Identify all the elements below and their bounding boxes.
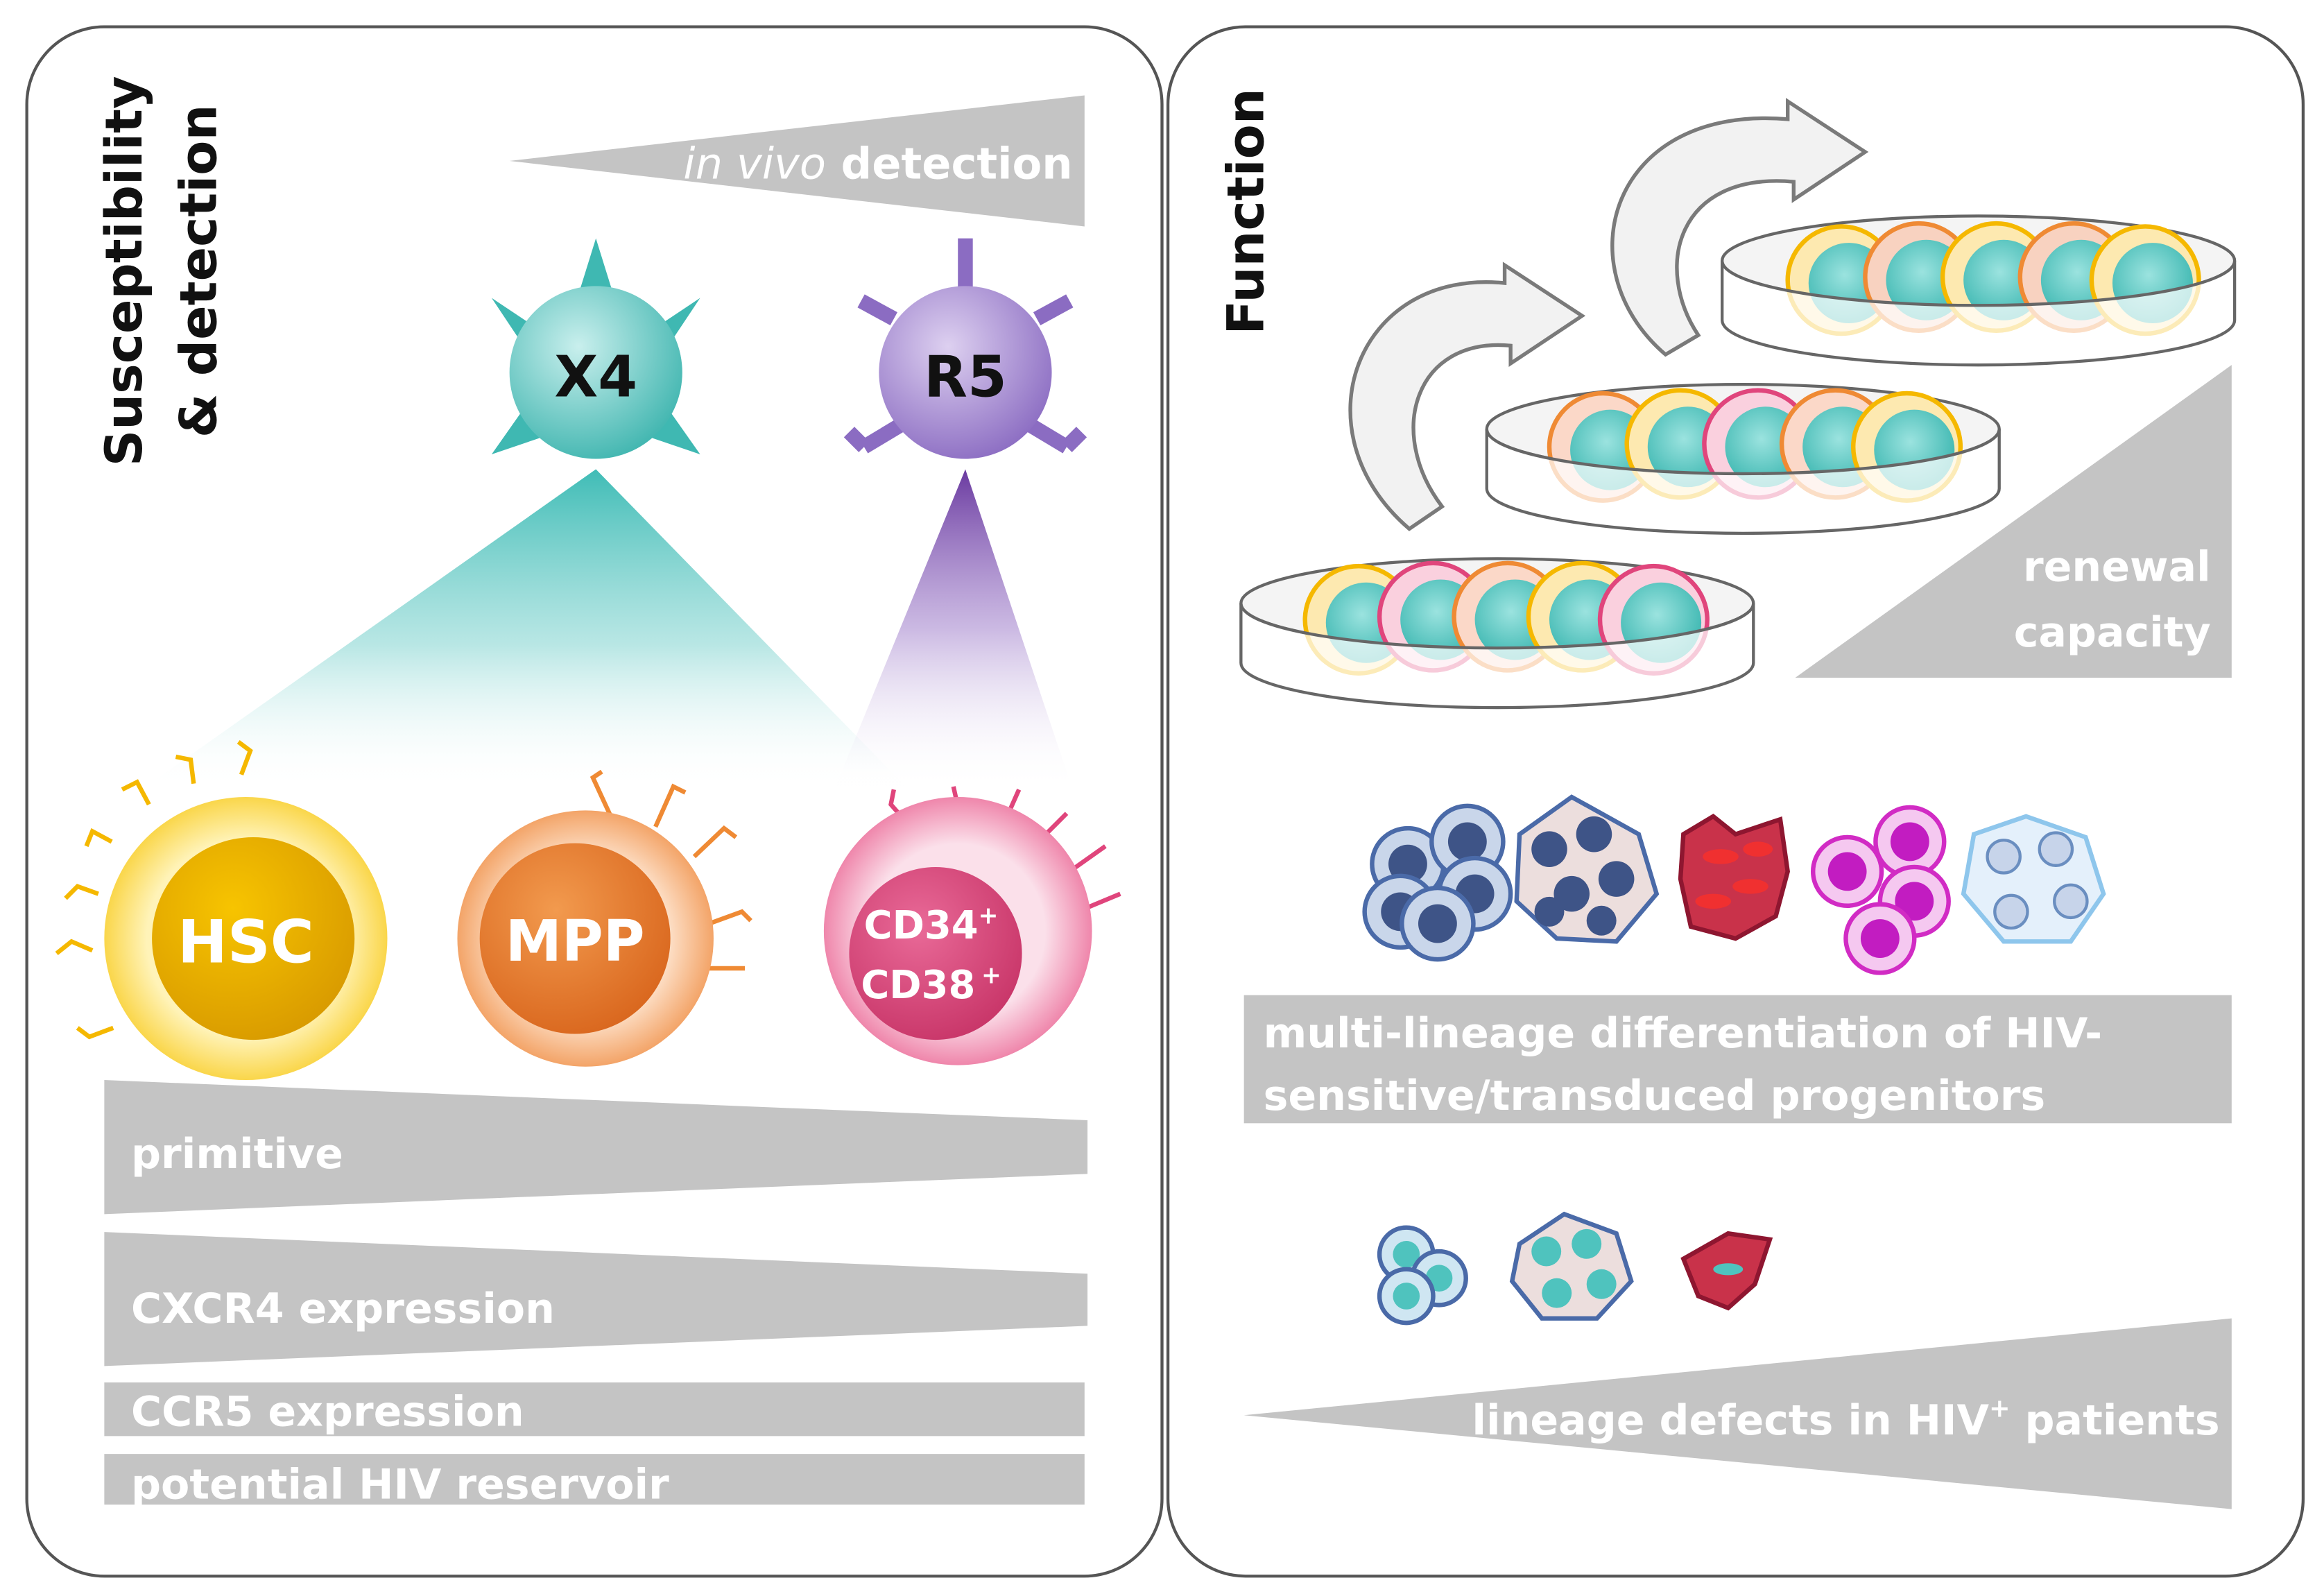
primitive-wedge xyxy=(104,1080,1088,1215)
in-vivo-detection-label: in vivo detection xyxy=(683,139,1072,189)
pale-blue-cell-cluster-icon xyxy=(1961,814,2106,944)
r5-label: R5 xyxy=(924,344,1007,410)
right-panel-title: Function xyxy=(1217,88,1276,335)
hsc-receptors-icon xyxy=(55,739,253,1040)
blue-cell-cluster-icon xyxy=(1362,803,1513,962)
x4-label: X4 xyxy=(554,344,637,410)
primitive-label: primitive xyxy=(131,1130,343,1179)
r5-virus-body xyxy=(879,286,1052,459)
teal-cell-cluster-icon xyxy=(1377,1225,1468,1326)
title-detection: & detection xyxy=(169,105,228,438)
differentiation-line1: multi-lineage differentiation of HIV- xyxy=(1264,1009,2102,1058)
mpp-cell: MPP xyxy=(457,769,752,1067)
culture-dish-3 xyxy=(1721,214,2237,367)
x4-virus-body xyxy=(509,286,682,459)
x4-virus: X4 xyxy=(491,238,700,459)
differentiation-bar xyxy=(1243,995,2232,1124)
in-vivo-detection-wedge xyxy=(509,95,1085,227)
cd34-label: CD34+ xyxy=(864,902,999,948)
red-cell-cluster-icon xyxy=(1678,814,1790,941)
lineage-cluster-row xyxy=(1362,794,2106,975)
right-panel-frame xyxy=(1166,25,2305,1578)
lineage-defects-label: lineage defects in HIV+ patients xyxy=(1472,1393,2219,1445)
ccr5-expression-bar xyxy=(104,1382,1085,1437)
granular-teal-cluster-icon xyxy=(1509,1211,1634,1321)
magenta-cell-cluster-icon xyxy=(1810,805,1951,975)
title-susceptibility: Susceptibility xyxy=(95,76,154,466)
mpp-label: MPP xyxy=(506,909,645,975)
differentiation-line2: sensitive/transduced progenitors xyxy=(1264,1072,2046,1120)
red-teal-cell-icon xyxy=(1680,1231,1773,1311)
ccr5-expression-label: CCR5 expression xyxy=(131,1387,524,1436)
x4-susceptibility-fan xyxy=(141,469,909,790)
hsc-cell-nucleus xyxy=(152,837,355,1040)
cd34-cell-nucleus xyxy=(849,866,1022,1040)
renewal-arrow-upper-icon xyxy=(1610,98,1869,357)
cxcr4-expression-wedge xyxy=(104,1232,1088,1366)
cd38-label: CD38+ xyxy=(861,961,1001,1007)
hsc-label: HSC xyxy=(178,907,314,977)
renewal-label-line2: capacity xyxy=(2014,608,2211,657)
hiv-reservoir-label: potential HIV reservoir xyxy=(131,1461,669,1509)
cxcr4-expression-label: CXCR4 expression xyxy=(131,1285,555,1333)
cd34-cd38-cell: CD34+ CD38+ xyxy=(823,786,1121,1065)
granular-cell-cluster-icon xyxy=(1514,794,1660,944)
left-panel-title: Susceptibility & detection xyxy=(95,76,228,466)
hsc-cell: HSC xyxy=(55,739,388,1081)
renewal-arrow-lower-icon xyxy=(1348,262,1586,531)
renewal-label-line1: renewal xyxy=(2023,543,2211,592)
r5-virus: R5 xyxy=(843,238,1087,459)
culture-dish-1 xyxy=(1239,557,1755,710)
r5-susceptibility-fan xyxy=(834,469,1073,790)
mpp-cell-nucleus xyxy=(479,843,671,1034)
mpp-receptors-icon xyxy=(589,769,752,971)
lineage-defects-wedge xyxy=(1243,1318,2232,1509)
culture-dish-2 xyxy=(1485,382,2001,535)
defect-cluster-row xyxy=(1377,1211,1773,1326)
hiv-reservoir-bar xyxy=(104,1454,1085,1505)
